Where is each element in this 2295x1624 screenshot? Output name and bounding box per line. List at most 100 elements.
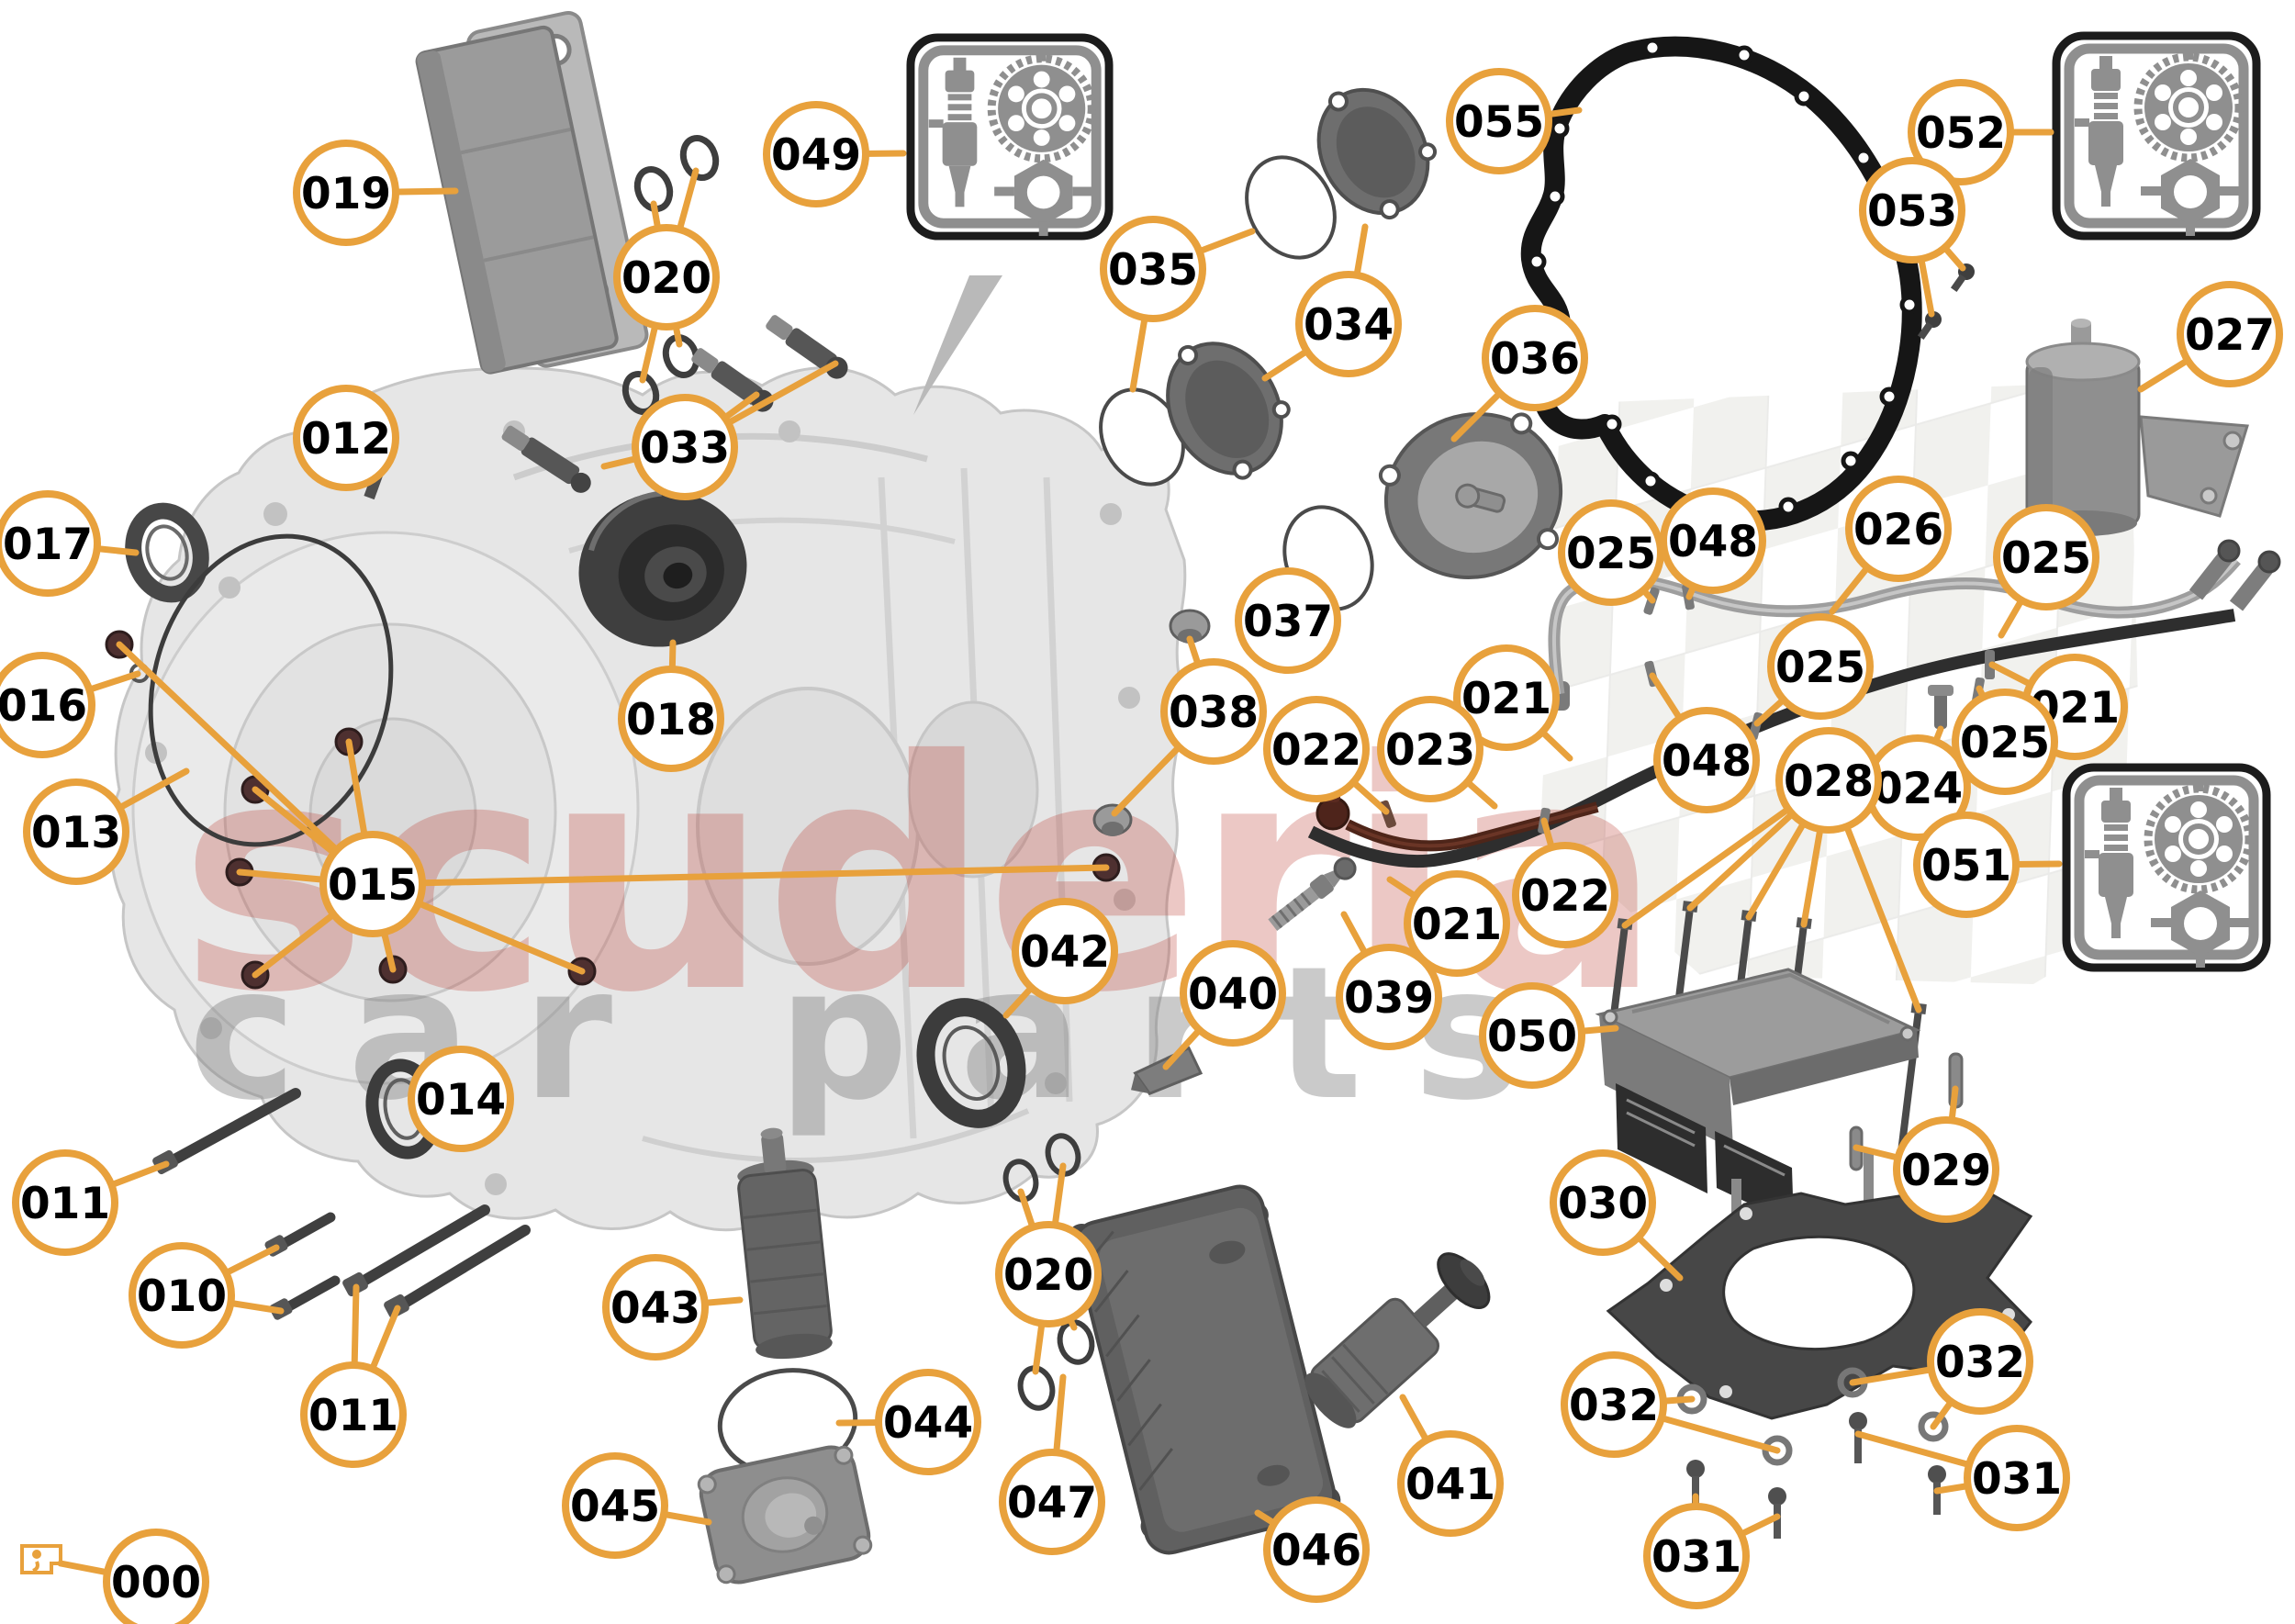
rubber-mount xyxy=(578,490,747,647)
callout-034[interactable]: 034 xyxy=(1295,271,1402,377)
callout-label-020-1: 020 xyxy=(621,253,711,304)
callout-label-048-2: 048 xyxy=(1662,736,1752,787)
callout-021-2[interactable]: 021 xyxy=(1404,870,1510,977)
callout-label-055: 055 xyxy=(1454,97,1544,148)
callout-label-014: 014 xyxy=(416,1075,506,1126)
callout-025-3[interactable]: 025 xyxy=(1767,613,1874,720)
callout-017[interactable]: 017 xyxy=(0,490,101,597)
callout-051[interactable]: 051 xyxy=(1913,812,2020,918)
callout-031-1[interactable]: 031 xyxy=(1643,1503,1750,1609)
callout-label-051: 051 xyxy=(1921,841,2011,891)
callout-022-2[interactable]: 022 xyxy=(1512,842,1618,948)
o-ring-set-020-top xyxy=(621,135,720,415)
callout-label-023: 023 xyxy=(1385,725,1475,776)
callout-025-4[interactable]: 025 xyxy=(1952,689,2058,795)
callout-000[interactable]: 000 xyxy=(103,1529,209,1624)
callout-label-045: 045 xyxy=(570,1482,660,1532)
callout-032-2[interactable]: 032 xyxy=(1927,1308,2033,1415)
parts-kit-box-051 xyxy=(2066,767,2267,968)
o-ring-set-020-bottom xyxy=(1002,1133,1095,1411)
callout-049[interactable]: 049 xyxy=(763,101,869,207)
filter-insert xyxy=(1304,1252,1491,1428)
callout-042[interactable]: 042 xyxy=(1012,898,1118,1004)
dome-plug xyxy=(1092,803,1133,836)
callout-029[interactable]: 029 xyxy=(1893,1116,1999,1223)
callout-019[interactable]: 019 xyxy=(293,140,399,246)
callout-label-013: 013 xyxy=(31,808,121,858)
callout-025-1[interactable]: 025 xyxy=(1558,499,1664,606)
angle-sensor xyxy=(501,425,591,493)
callout-label-025-1: 025 xyxy=(1566,529,1656,579)
parts-kit-box-049 xyxy=(911,38,1109,236)
callout-015[interactable]: 015 xyxy=(319,831,426,937)
callout-030[interactable]: 030 xyxy=(1550,1149,1656,1256)
callout-025-2[interactable]: 025 xyxy=(1993,504,2099,610)
callout-043[interactable]: 043 xyxy=(602,1254,709,1361)
callout-label-044: 044 xyxy=(883,1398,973,1449)
callout-023[interactable]: 023 xyxy=(1377,696,1483,802)
callout-label-034: 034 xyxy=(1304,300,1394,351)
callout-031-2[interactable]: 031 xyxy=(1964,1425,2070,1531)
callout-label-041: 041 xyxy=(1405,1460,1495,1510)
end-cover xyxy=(1166,342,1291,480)
leader-line-015 xyxy=(116,641,376,888)
callout-label-033: 033 xyxy=(640,423,730,474)
callout-label-010: 010 xyxy=(137,1271,227,1322)
callout-022-1[interactable]: 022 xyxy=(1263,696,1370,802)
callout-label-042: 042 xyxy=(1020,927,1110,978)
callout-045[interactable]: 045 xyxy=(562,1452,668,1559)
callout-label-011-1: 011 xyxy=(20,1179,110,1229)
retainer-clip xyxy=(1928,685,1954,729)
callout-040[interactable]: 040 xyxy=(1180,940,1286,1047)
callout-011-1[interactable]: 011 xyxy=(12,1149,118,1256)
actuator-cover xyxy=(1378,412,1563,579)
callout-047[interactable]: 047 xyxy=(999,1449,1105,1555)
callout-020-2[interactable]: 020 xyxy=(995,1221,1102,1327)
callout-label-024: 024 xyxy=(1873,764,1963,814)
transmission-case xyxy=(108,366,1187,1232)
callout-050[interactable]: 050 xyxy=(1479,982,1585,1089)
callout-026[interactable]: 026 xyxy=(1845,476,1952,582)
callout-044[interactable]: 044 xyxy=(875,1369,981,1475)
callout-041[interactable]: 041 xyxy=(1397,1430,1504,1537)
callout-018[interactable]: 018 xyxy=(618,666,724,772)
callout-016[interactable]: 016 xyxy=(0,652,95,758)
callout-label-025-3: 025 xyxy=(1775,643,1865,693)
callout-label-018: 018 xyxy=(626,695,716,745)
callout-035[interactable]: 035 xyxy=(1100,216,1206,322)
oil-filter-cartridge xyxy=(737,1127,833,1360)
callout-027[interactable]: 027 xyxy=(2177,281,2283,387)
shaft-seal xyxy=(125,502,209,603)
callout-055[interactable]: 055 xyxy=(1446,68,1552,174)
callout-label-029: 029 xyxy=(1901,1146,1991,1196)
callout-011-2[interactable]: 011 xyxy=(300,1361,407,1468)
vacuum-canister xyxy=(2025,319,2249,536)
callout-020-1[interactable]: 020 xyxy=(613,224,720,330)
callout-046[interactable]: 046 xyxy=(1263,1496,1370,1603)
callout-048-2[interactable]: 048 xyxy=(1653,707,1760,813)
oil-hose-highlight xyxy=(1347,805,1598,848)
callout-014[interactable]: 014 xyxy=(408,1046,514,1152)
callout-033[interactable]: 033 xyxy=(632,394,738,500)
callout-039[interactable]: 039 xyxy=(1336,944,1442,1050)
callout-036[interactable]: 036 xyxy=(1482,305,1588,411)
callout-024[interactable]: 024 xyxy=(1864,734,1971,841)
callout-032-1[interactable]: 032 xyxy=(1561,1351,1667,1458)
callout-038[interactable]: 038 xyxy=(1160,658,1267,765)
part-reference-icon xyxy=(20,1544,62,1574)
callout-053[interactable]: 053 xyxy=(1859,157,1965,263)
callout-label-019: 019 xyxy=(301,169,391,219)
callout-021-3[interactable]: 021 xyxy=(1453,644,1560,751)
o-ring-large xyxy=(148,533,394,847)
callout-label-000: 000 xyxy=(111,1558,201,1608)
callout-label-017: 017 xyxy=(3,520,93,570)
callout-048-1[interactable]: 048 xyxy=(1660,487,1766,594)
oil-cooler-block xyxy=(415,10,649,375)
callout-010[interactable]: 010 xyxy=(129,1242,235,1349)
callout-012[interactable]: 012 xyxy=(293,385,399,491)
callout-052[interactable]: 052 xyxy=(1908,79,2014,185)
callout-013[interactable]: 013 xyxy=(23,778,129,885)
callout-037[interactable]: 037 xyxy=(1235,567,1341,674)
callout-028[interactable]: 028 xyxy=(1775,727,1882,834)
callout-label-011-2: 011 xyxy=(308,1391,398,1441)
